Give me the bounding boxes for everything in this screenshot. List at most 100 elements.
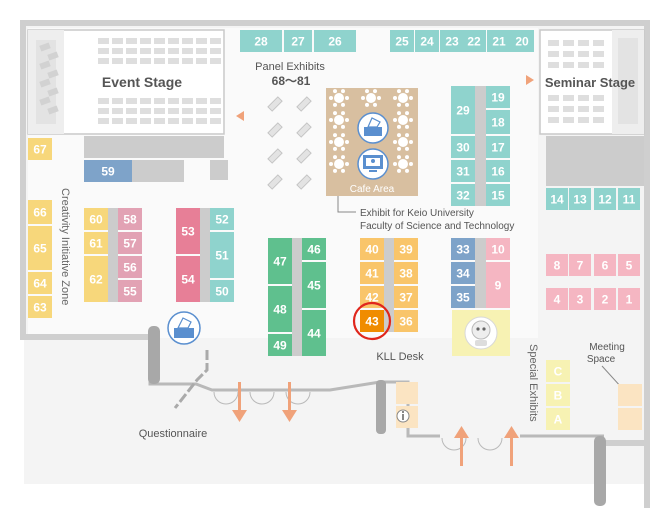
meeting-space[interactable] [618,384,642,406]
booth-22[interactable]: 22 [462,30,486,52]
booth-12[interactable]: 12 [594,188,616,210]
booth-number: 32 [456,189,470,203]
event-stage[interactable] [27,29,225,135]
booth-29[interactable]: 29 [451,86,475,134]
panel-exhibit-boards[interactable] [267,96,312,190]
meeting-space-line1: Meeting [589,342,625,353]
booth-4[interactable]: 4 [546,288,568,310]
booth-17[interactable]: 17 [486,136,510,158]
booth-56[interactable]: 56 [118,256,142,278]
booth-66[interactable]: 66 [28,200,52,224]
booth-53[interactable]: 53 [176,208,200,254]
booth-33[interactable]: 33 [451,238,475,260]
panel-exhibits-label: Panel Exhibits [255,61,325,73]
booth-number: 30 [456,141,470,155]
booth-28[interactable]: 28 [240,30,282,52]
booth-30[interactable]: 30 [451,136,475,158]
booth-24[interactable]: 24 [415,30,439,52]
booth-45[interactable]: 45 [302,262,326,308]
booth-number: 67 [33,143,47,157]
booth-3[interactable]: 3 [569,288,591,310]
booth-40[interactable]: 40 [360,238,384,260]
kll-desk-label: KLL Desk [376,351,424,363]
booth-18[interactable]: 18 [486,110,510,134]
booth-46[interactable]: 46 [302,238,326,260]
booth-23[interactable]: 23 [440,30,464,52]
booth-48[interactable]: 48 [268,286,292,332]
kll-desk[interactable] [396,382,418,404]
booth-number: 11 [623,193,636,207]
booth-36[interactable]: 36 [394,310,418,332]
booth-31[interactable]: 31 [451,160,475,182]
cafe-area-label: Cafe Area [350,184,395,195]
booth-59[interactable]: 59 [84,160,132,182]
booth-8[interactable]: 8 [546,254,568,276]
arrow-left-indicator [236,111,244,121]
booth-52[interactable]: 52 [210,208,234,230]
booth-58[interactable]: 58 [118,208,142,230]
entry-arrow-1 [454,426,469,466]
booth-11[interactable]: 11 [618,188,640,210]
booth-41[interactable]: 41 [360,262,384,284]
booth-20[interactable]: 20 [510,30,534,52]
booth-6[interactable]: 6 [594,254,616,276]
booth-number: 60 [89,213,103,227]
cafe-ballot-icon [357,112,389,144]
robot-icon [452,310,510,356]
booth-7[interactable]: 7 [569,254,591,276]
keio-pointer-line [337,196,356,213]
booth-61[interactable]: 61 [84,232,108,254]
booth-number: 10 [491,243,505,257]
booth-37[interactable]: 37 [394,286,418,308]
booth-number: 37 [399,291,413,305]
seminar-stage[interactable] [539,29,645,135]
booth-14[interactable]: 14 [546,188,568,210]
booth-43[interactable]: 43 [360,310,384,332]
booth-number: 43 [365,315,379,329]
booth-62[interactable]: 62 [84,256,108,302]
panel-exhibits-range: 68～81 [272,74,311,88]
booth-32[interactable]: 32 [451,184,475,206]
booth-9[interactable]: 9 [486,262,510,308]
booth-26[interactable]: 26 [314,30,356,52]
booth-number: 59 [101,165,115,179]
booth-38[interactable]: 38 [394,262,418,284]
booth-16[interactable]: 16 [486,160,510,182]
booth-60[interactable]: 60 [84,208,108,230]
booth-47[interactable]: 47 [268,238,292,284]
booth-number: 56 [123,261,137,275]
booth-42[interactable]: 42 [360,286,384,308]
booth-49[interactable]: 49 [268,334,292,356]
booth-65[interactable]: 65 [28,226,52,270]
booth-63[interactable]: 63 [28,296,52,318]
booth-number: 23 [445,35,459,49]
booth-39[interactable]: 39 [394,238,418,260]
booth-54[interactable]: 54 [176,256,200,302]
booth-50[interactable]: 50 [210,280,234,302]
booth-13[interactable]: 13 [569,188,591,210]
booth-35[interactable]: 35 [451,286,475,308]
booth-A[interactable]: A [546,408,570,430]
booth-67[interactable]: 67 [28,138,52,160]
booth-C[interactable]: C [546,360,570,382]
booth-57[interactable]: 57 [118,232,142,254]
booth-5[interactable]: 5 [618,254,640,276]
booth-number: 53 [181,225,195,239]
booth-64[interactable]: 64 [28,272,52,294]
booth-27[interactable]: 27 [284,30,312,52]
keio-exhibit-line1: Exhibit for Keio University [360,208,474,219]
booth-10[interactable]: 10 [486,238,510,260]
booth-55[interactable]: 55 [118,280,142,302]
booth-44[interactable]: 44 [302,310,326,356]
booth-25[interactable]: 25 [390,30,414,52]
booth-21[interactable]: 21 [487,30,511,52]
booth-34[interactable]: 34 [451,262,475,284]
booth-1[interactable]: 1 [618,288,640,310]
booth-B[interactable]: B [546,384,570,406]
booth-number: 54 [181,273,195,287]
booth-15[interactable]: 15 [486,184,510,206]
booth-2[interactable]: 2 [594,288,616,310]
booth-51[interactable]: 51 [210,232,234,278]
booth-number: A [554,413,563,427]
booth-19[interactable]: 19 [486,86,510,108]
